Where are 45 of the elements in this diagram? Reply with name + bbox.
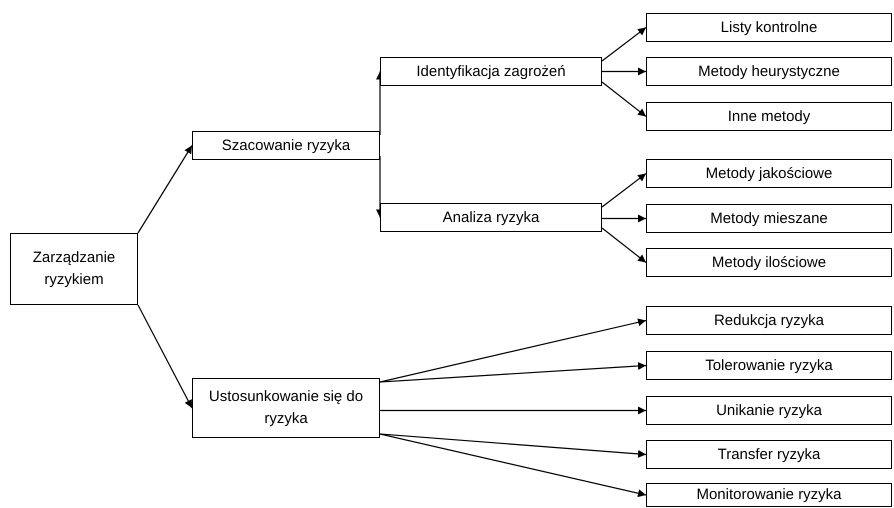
box-label: Redukcja ryzyka	[712, 310, 826, 331]
arrow	[602, 228, 646, 263]
process-box	[646, 306, 892, 335]
box-label: Monitorowanie ryzyka	[695, 485, 843, 506]
process-box	[646, 159, 892, 188]
box-label: Tolerowanie ryzyka	[704, 356, 834, 376]
process-box	[380, 57, 602, 86]
box-label: Metody heurystyczne	[697, 62, 841, 82]
arrow	[602, 68, 646, 76]
box-label: Listy kontrolne	[720, 18, 818, 38]
process-box	[646, 204, 892, 233]
process-box	[646, 351, 892, 380]
process-box	[646, 248, 892, 277]
arrow	[380, 433, 646, 498]
box-label: Unikanie ryzyka	[715, 400, 823, 421]
box-label: Transfer ryzyka	[716, 444, 822, 465]
process-box	[646, 440, 892, 469]
box-label: Metody ilościowe	[710, 252, 828, 273]
process-box	[192, 378, 380, 438]
arrow	[380, 318, 646, 383]
process-box	[380, 203, 602, 232]
arrow	[137, 145, 193, 234]
box-label: Metody jakościowe	[704, 164, 834, 184]
arrow	[380, 406, 646, 414]
box-label: Szacowanie ryzyka	[220, 136, 352, 156]
process-box	[646, 13, 892, 42]
arrow	[602, 82, 646, 117]
process-box	[646, 483, 892, 507]
process-box	[646, 57, 892, 86]
arrow	[380, 433, 646, 458]
arrow	[137, 304, 193, 408]
box-label: Inne metody	[726, 106, 812, 127]
arrow	[602, 173, 646, 208]
process-box	[646, 396, 892, 425]
process-box	[192, 131, 380, 160]
box-label: Ustosunkowanie się do ryzyka	[208, 387, 364, 429]
process-box	[646, 102, 892, 131]
arrow	[602, 214, 646, 222]
arrow	[380, 362, 646, 383]
process-box	[10, 233, 138, 305]
box-label: Metody mieszane	[709, 208, 829, 229]
box-label: Zarządzanie ryzykiem	[32, 248, 116, 290]
arrow	[602, 27, 646, 62]
box-label: Analiza ryzyka	[442, 208, 540, 228]
box-label: Identyfikacja zagrożeń	[415, 62, 567, 82]
